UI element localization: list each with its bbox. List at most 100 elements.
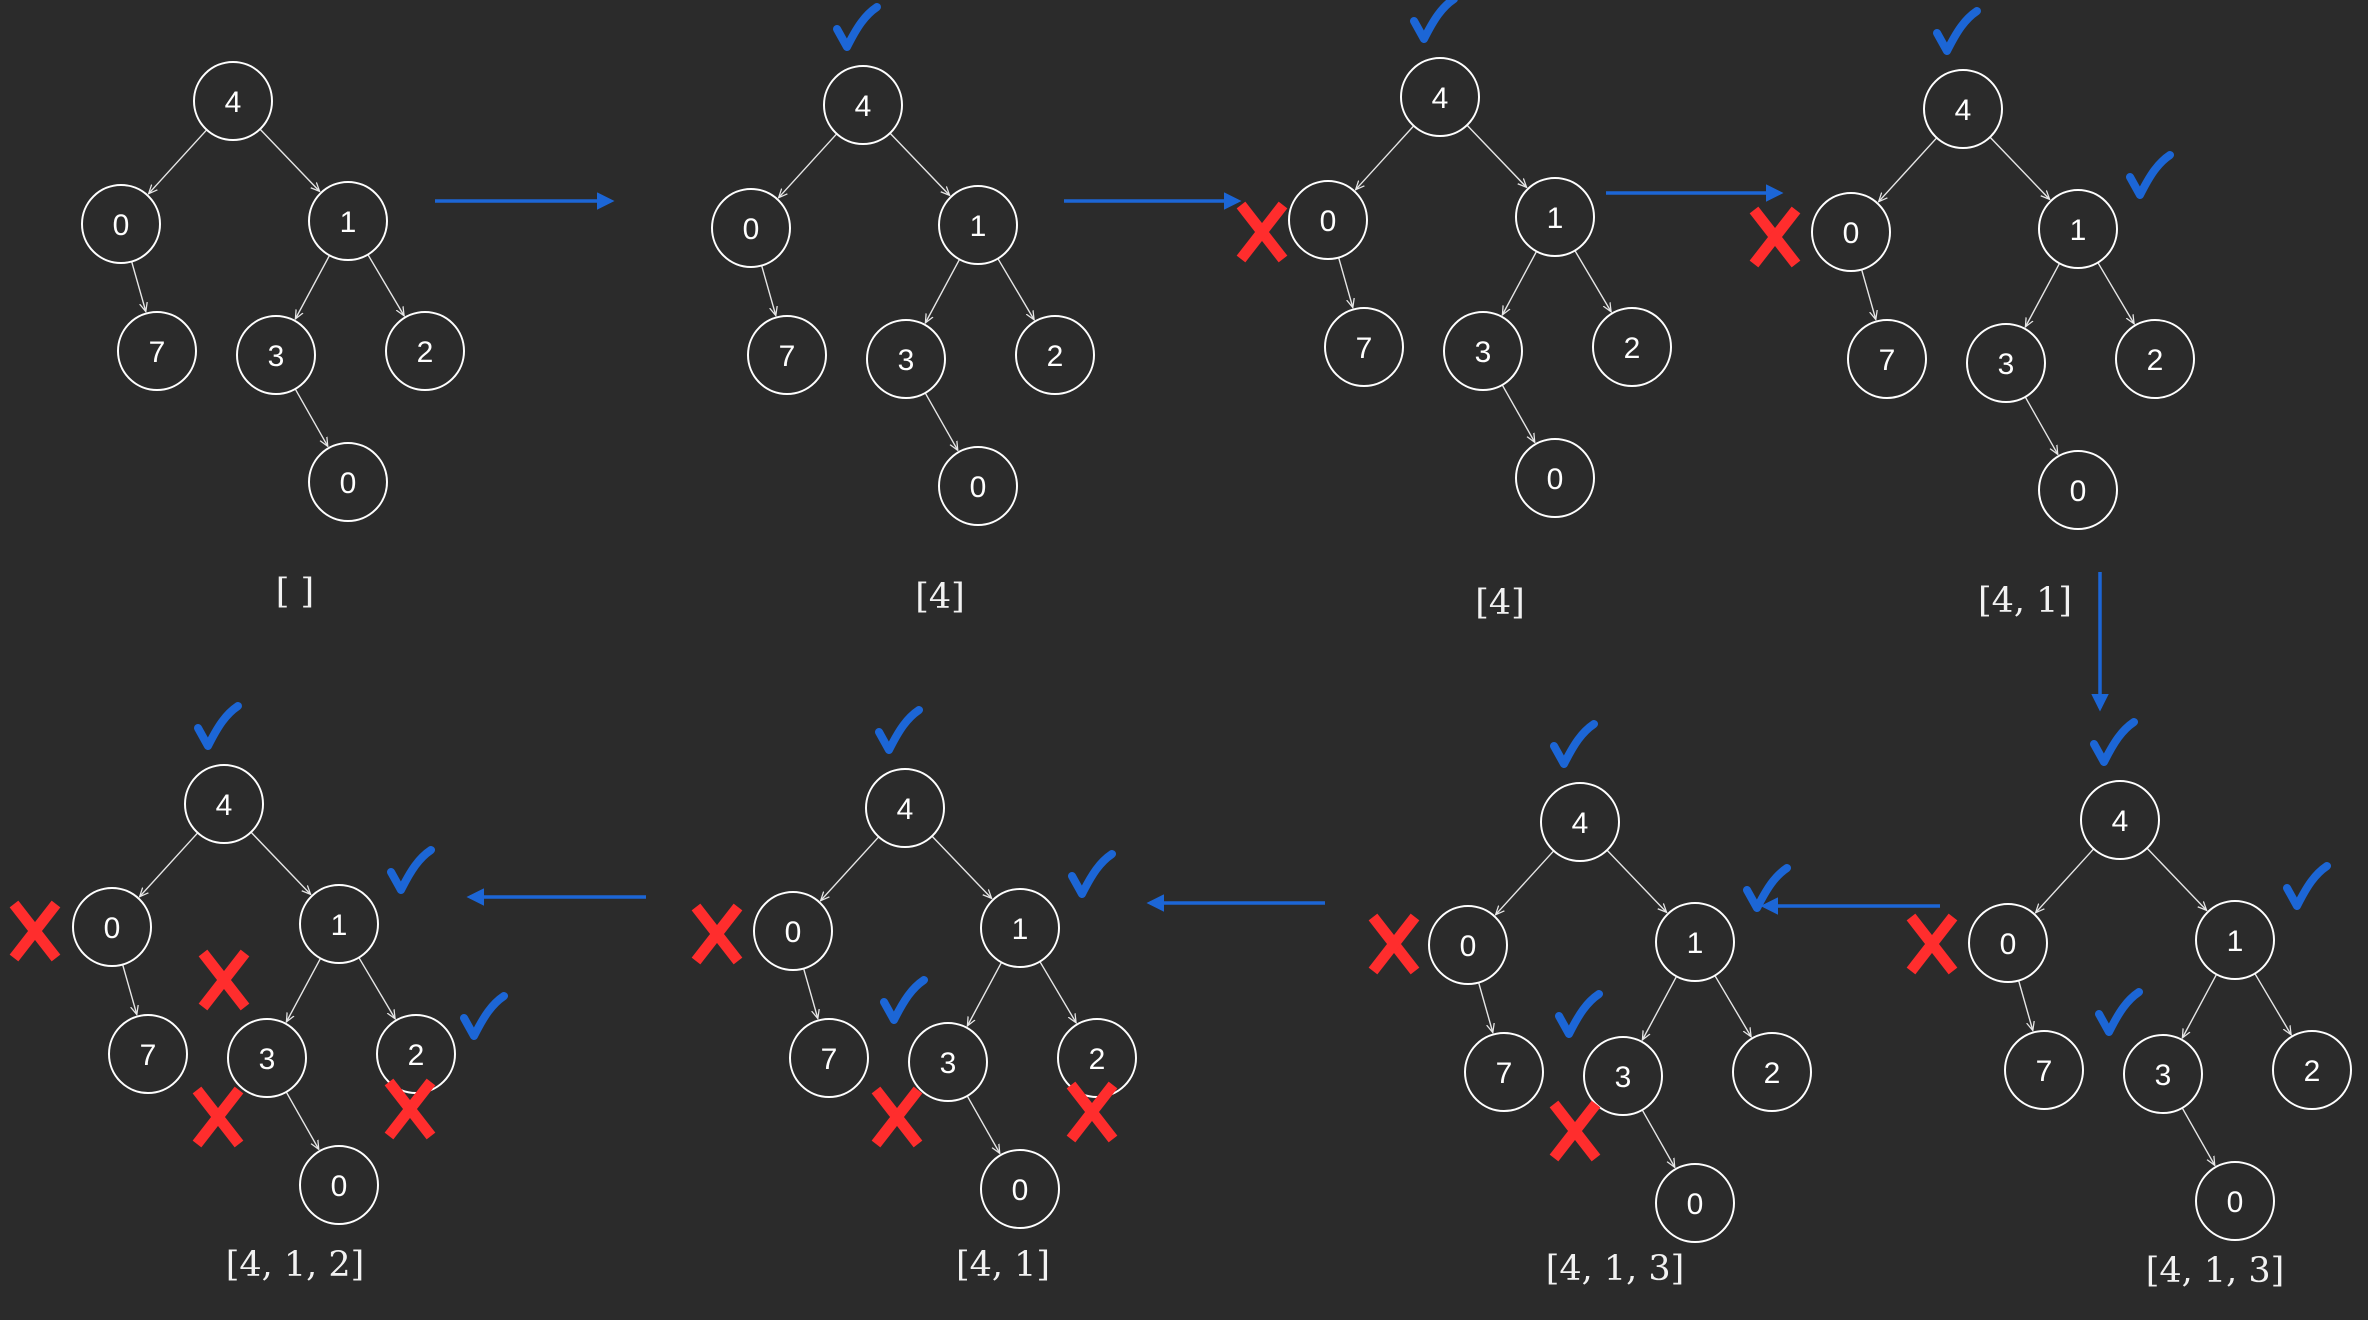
check-icon: [1933, 7, 1981, 55]
tree-node-rl_child: 0: [980, 1149, 1060, 1229]
node-circle: [1732, 1032, 1812, 1112]
check-icon: [880, 976, 928, 1024]
node-circle: [1288, 180, 1368, 260]
cross-icon: [1549, 1100, 1601, 1162]
node-value: 1: [331, 909, 348, 942]
tree-node-root: 4: [1400, 57, 1480, 137]
check-icon: [2095, 988, 2143, 1036]
node-circle: [1811, 192, 1891, 272]
node-circle: [308, 442, 388, 522]
node-circle: [72, 887, 152, 967]
tree-node-right_right: 2: [376, 1014, 456, 1094]
tree-node-rl_child: 0: [1655, 1163, 1735, 1243]
node-value: 4: [1955, 94, 1972, 127]
tree-edge-left-left_child: [802, 968, 818, 1019]
tree-edge-root-right: [889, 132, 950, 195]
tree-edge-left-left_child: [1860, 269, 1876, 320]
path-label: [4]: [915, 577, 965, 617]
tree-edge-left-left_child: [2017, 980, 2033, 1031]
check-icon: [387, 846, 435, 894]
tree-node-root: 4: [1923, 69, 2003, 149]
tree-node-root: 4: [865, 768, 945, 848]
tree-node-root: 4: [1540, 782, 1620, 862]
path-label: [4, 1]: [956, 1245, 1050, 1285]
tree-node-left_child: 7: [747, 315, 827, 395]
node-value: 1: [1687, 927, 1704, 960]
check-icon: [2126, 151, 2174, 199]
tree-edge-root-left: [821, 836, 880, 901]
node-circle: [866, 319, 946, 399]
node-circle: [1923, 69, 2003, 149]
node-value: 0: [743, 213, 760, 246]
cross-icon: [192, 1086, 244, 1148]
check-icon: [1068, 850, 1116, 898]
node-value: 1: [2227, 925, 2244, 958]
tree-node-left_child: 7: [108, 1014, 188, 1094]
tree-node-root: 4: [193, 61, 273, 141]
tree-node-root: 4: [184, 764, 264, 844]
node-circle: [2038, 189, 2118, 269]
tree-edge-right-right_left: [967, 962, 1003, 1026]
node-circle: [227, 1018, 307, 1098]
node-circle: [2038, 450, 2118, 530]
tree-node-left_child: 7: [117, 311, 197, 391]
tree-node-right_left: 3: [866, 319, 946, 399]
node-value: 0: [2070, 475, 2087, 508]
node-value: 7: [1879, 344, 1896, 377]
tree-edge-root-right: [2146, 847, 2207, 910]
check-icon: [1550, 720, 1598, 768]
tree-edge-right-right_right: [2254, 973, 2291, 1035]
node-circle: [385, 311, 465, 391]
cross-icon: [691, 903, 743, 965]
node-circle: [1655, 1163, 1735, 1243]
tree-edge-right-right_right: [1039, 961, 1076, 1023]
tree-node-right_left: 3: [1583, 1036, 1663, 1116]
node-value: 0: [1460, 930, 1477, 963]
cross-icon: [384, 1078, 436, 1140]
path-label: [4, 1, 3]: [2146, 1251, 2285, 1291]
node-value: 3: [2155, 1059, 2172, 1092]
tree-edge-right-right_left: [295, 255, 331, 319]
tree-edge-root-left: [1496, 850, 1555, 915]
node-circle: [2123, 1034, 2203, 1114]
node-value: 3: [1998, 348, 2015, 381]
node-value: 1: [2070, 214, 2087, 247]
cross-icon: [1066, 1081, 1118, 1143]
node-circle: [184, 764, 264, 844]
node-value: 4: [897, 793, 914, 826]
node-value: 3: [1615, 1061, 1632, 1094]
node-circle: [1015, 315, 1095, 395]
tree-edge-right-right_right: [2097, 262, 2134, 324]
node-circle: [865, 768, 945, 848]
tree-node-left_child: 7: [2004, 1030, 2084, 1110]
tree-edge-root-left: [1356, 125, 1415, 190]
tree-node-right: 1: [938, 185, 1018, 265]
node-value: 3: [259, 1043, 276, 1076]
node-value: 7: [1356, 332, 1373, 365]
node-circle: [938, 185, 1018, 265]
tree-node-right: 1: [1515, 177, 1595, 257]
tree-edge-left-left_child: [1337, 257, 1353, 308]
node-circle: [711, 188, 791, 268]
node-circle: [1540, 782, 1620, 862]
node-circle: [1968, 903, 2048, 983]
node-circle: [2004, 1030, 2084, 1110]
node-circle: [938, 446, 1018, 526]
tree-node-rl_child: 0: [2195, 1161, 2275, 1241]
tree-edge-right_left-rl_child: [924, 392, 958, 450]
tree-node-right_right: 2: [2115, 319, 2195, 399]
node-value: 2: [1764, 1057, 1781, 1090]
tree-node-root: 4: [2080, 780, 2160, 860]
node-circle: [980, 1149, 1060, 1229]
node-value: 2: [2147, 344, 2164, 377]
tree-edge-right-right_right: [997, 258, 1034, 320]
tree-node-right: 1: [2195, 900, 2275, 980]
path-label: [4]: [1475, 583, 1525, 623]
tree-node-rl_child: 0: [1515, 438, 1595, 518]
tree-node-right_right: 2: [1015, 315, 1095, 395]
tree-edge-root-right: [259, 128, 320, 191]
tree-node-left: 0: [753, 891, 833, 971]
tree-edge-root-right: [1606, 849, 1667, 912]
